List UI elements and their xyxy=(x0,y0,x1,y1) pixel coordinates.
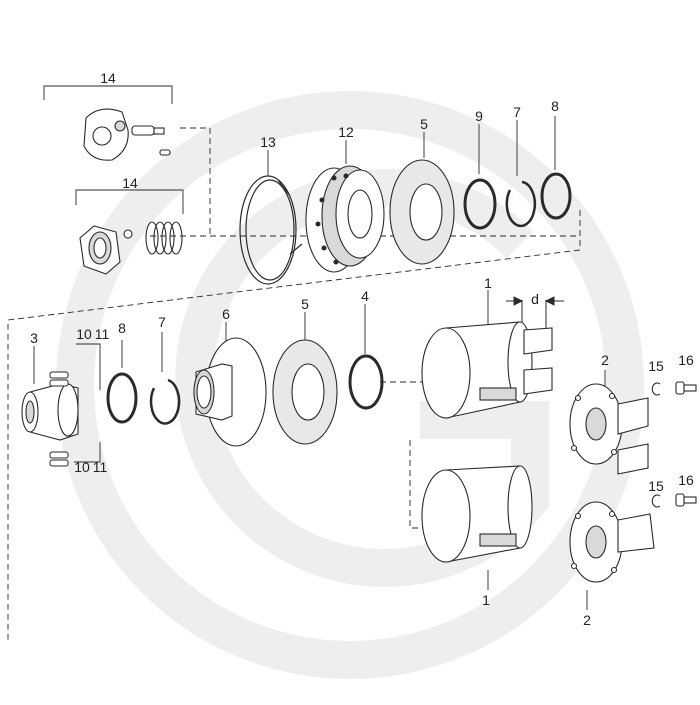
callout-8-lower: 8 xyxy=(118,320,126,336)
part-12-pressure-plate xyxy=(305,165,385,273)
part-2-flange-yoke-upper xyxy=(569,383,649,475)
parts-10-11-keys xyxy=(49,371,69,467)
part-1-housing-upper xyxy=(421,321,553,419)
part-14-spring-set xyxy=(79,221,183,275)
part-14-detent-housing xyxy=(83,108,171,161)
callout-11-upper: 11 xyxy=(94,326,110,342)
callout-3: 3 xyxy=(30,330,38,346)
part-3-hub xyxy=(21,383,79,441)
callout-9: 9 xyxy=(475,108,483,124)
part-13-spring-band xyxy=(239,175,303,285)
leader-lines xyxy=(33,85,606,610)
callout-12: 12 xyxy=(338,124,354,140)
callout-7-upper: 7 xyxy=(513,104,521,120)
callout-2-upper: 2 xyxy=(601,352,609,368)
callout-8-upper: 8 xyxy=(551,98,559,114)
callout-13: 13 xyxy=(260,134,276,150)
part-8-ring-upper xyxy=(540,172,572,220)
parts-15-16-fasteners xyxy=(651,381,697,508)
callout-10-lower: 10 xyxy=(74,459,90,475)
part-2-flange-yoke-lower xyxy=(569,501,655,583)
part-9-ring xyxy=(463,178,497,230)
callout-2-lower: 2 xyxy=(583,612,591,628)
callout-11-lower: 11 xyxy=(92,459,108,475)
callout-16-lower: 16 xyxy=(678,472,694,488)
part-7-circlip-upper xyxy=(505,180,537,228)
part-5-friction-disc-upper xyxy=(389,159,455,265)
callout-16-upper: 16 xyxy=(678,352,694,368)
callout-4: 4 xyxy=(361,288,369,304)
callout-1-lower: 1 xyxy=(482,592,490,608)
callout-10-upper: 10 xyxy=(76,326,92,342)
dimension-d-label: d xyxy=(531,291,539,307)
callout-5-upper: 5 xyxy=(420,116,428,132)
part-7-circlip-lower xyxy=(149,378,181,425)
callout-15-upper: 15 xyxy=(648,358,664,374)
part-6-drive-flange xyxy=(193,337,267,447)
part-1-housing-lower xyxy=(421,465,533,563)
callout-14-lower: 14 xyxy=(122,175,138,191)
part-4-ring xyxy=(348,354,384,410)
callout-7-lower: 7 xyxy=(158,314,166,330)
callout-5-lower: 5 xyxy=(301,296,309,312)
callout-1-upper: 1 xyxy=(484,275,492,291)
part-8-ring-lower xyxy=(106,372,138,424)
callout-15-lower: 15 xyxy=(648,478,664,494)
part-5-friction-disc-lower xyxy=(272,339,338,445)
callout-6: 6 xyxy=(222,306,230,322)
callout-14-upper: 14 xyxy=(100,70,116,86)
